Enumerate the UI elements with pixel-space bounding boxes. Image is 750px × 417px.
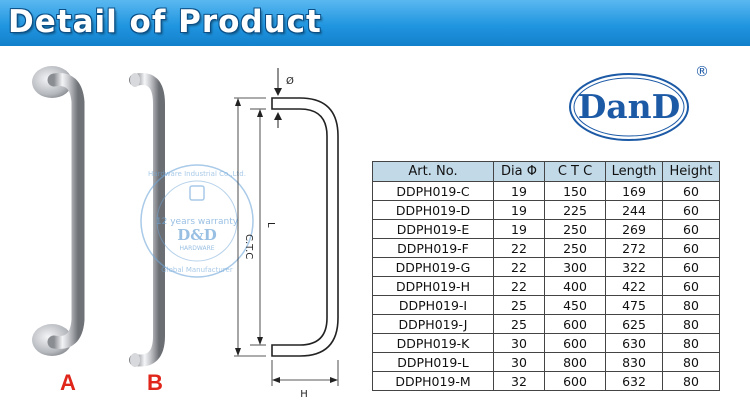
cell-art-no: DDPH019-E bbox=[372, 219, 494, 239]
product-label-a: A bbox=[60, 370, 76, 395]
cell-length: 422 bbox=[605, 276, 663, 296]
cell-art-no: DDPH019-H bbox=[372, 276, 494, 296]
cell-ctc: 800 bbox=[544, 352, 606, 372]
cell-ctc: 250 bbox=[544, 238, 606, 258]
cell-art-no: DDPH019-M bbox=[372, 371, 494, 391]
brand-logo-text: DanD bbox=[577, 87, 681, 126]
page-title: Detail of Product bbox=[8, 4, 322, 40]
watermark-sub: HARDWARE bbox=[179, 245, 214, 252]
cell-ctc: 600 bbox=[544, 333, 606, 353]
watermark-bottom-text: Global Manufacturer bbox=[161, 266, 233, 274]
col-header-length: Length bbox=[605, 161, 663, 182]
cell-height: 80 bbox=[662, 295, 720, 315]
cell-art-no: DDPH019-K bbox=[372, 333, 494, 353]
cell-length: 169 bbox=[605, 181, 663, 201]
cell-height: 80 bbox=[662, 352, 720, 372]
table-header-row: Art. No. Dia Φ C T C Length Height bbox=[372, 161, 720, 182]
cell-ctc: 150 bbox=[544, 181, 606, 201]
cell-ctc: 450 bbox=[544, 295, 606, 315]
cell-length: 630 bbox=[605, 333, 663, 353]
cell-height: 60 bbox=[662, 257, 720, 277]
cell-height: 80 bbox=[662, 333, 720, 353]
cell-length: 322 bbox=[605, 257, 663, 277]
product-image-a bbox=[32, 66, 85, 356]
cell-ctc: 400 bbox=[544, 276, 606, 296]
company-seal-watermark: 12 years warranty D&D HARDWARE Hardware … bbox=[140, 164, 254, 278]
cell-dia: 19 bbox=[493, 181, 545, 201]
product-label-b: B bbox=[147, 370, 163, 395]
cell-length: 269 bbox=[605, 219, 663, 239]
cell-length: 272 bbox=[605, 238, 663, 258]
cell-dia: 25 bbox=[493, 314, 545, 334]
cell-length: 632 bbox=[605, 371, 663, 391]
cell-dia: 19 bbox=[493, 200, 545, 220]
watermark-warranty: 12 years warranty bbox=[156, 217, 239, 227]
cell-art-no: DDPH019-F bbox=[372, 238, 494, 258]
cell-dia: 22 bbox=[493, 257, 545, 277]
watermark-top-text: Hardware Industrial Co.,Ltd. bbox=[148, 170, 246, 178]
cell-dia: 32 bbox=[493, 371, 545, 391]
cell-dia: 30 bbox=[493, 333, 545, 353]
cell-art-no: DDPH019-G bbox=[372, 257, 494, 277]
registered-mark: ® bbox=[695, 64, 709, 80]
cell-art-no: DDPH019-D bbox=[372, 200, 494, 220]
cell-art-no: DDPH019-L bbox=[372, 352, 494, 372]
cell-dia: 25 bbox=[493, 295, 545, 315]
height-dimension-label: H bbox=[300, 389, 308, 400]
cell-dia: 19 bbox=[493, 219, 545, 239]
length-dimension-label: L bbox=[265, 222, 276, 228]
cell-length: 625 bbox=[605, 314, 663, 334]
watermark-name: D&D bbox=[177, 226, 217, 244]
cell-ctc: 300 bbox=[544, 257, 606, 277]
cell-height: 60 bbox=[662, 219, 720, 239]
cell-length: 244 bbox=[605, 200, 663, 220]
col-header-height: Height bbox=[662, 161, 720, 182]
cell-length: 475 bbox=[605, 295, 663, 315]
col-header-ctc: C T C bbox=[544, 161, 606, 182]
cell-height: 80 bbox=[662, 371, 720, 391]
cell-ctc: 600 bbox=[544, 314, 606, 334]
cell-art-no: DDPH019-J bbox=[372, 314, 494, 334]
col-header-art-no: Art. No. bbox=[372, 161, 494, 182]
cell-height: 60 bbox=[662, 200, 720, 220]
brand-logo: DanD bbox=[568, 72, 690, 142]
product-spec-table: Art. No. Dia Φ C T C Length Height DDPH0… bbox=[372, 161, 720, 391]
cell-dia: 22 bbox=[493, 276, 545, 296]
cell-art-no: DDPH019-C bbox=[372, 181, 494, 201]
cell-dia: 30 bbox=[493, 352, 545, 372]
cell-height: 60 bbox=[662, 276, 720, 296]
cell-art-no: DDPH019-I bbox=[372, 295, 494, 315]
ctc-dimension-label: C.T.C bbox=[243, 234, 254, 259]
product-image-b bbox=[129, 73, 165, 367]
cell-ctc: 225 bbox=[544, 200, 606, 220]
cell-height: 60 bbox=[662, 181, 720, 201]
col-header-dia: Dia Φ bbox=[493, 161, 545, 182]
cell-ctc: 600 bbox=[544, 371, 606, 391]
cell-dia: 22 bbox=[493, 238, 545, 258]
cell-height: 80 bbox=[662, 314, 720, 334]
header-banner: Detail of Product bbox=[0, 0, 750, 46]
cell-length: 830 bbox=[605, 352, 663, 372]
technical-drawing: Ø C.T.C L H bbox=[234, 68, 339, 400]
dia-symbol-label: Ø bbox=[286, 75, 294, 87]
cell-ctc: 250 bbox=[544, 219, 606, 239]
cell-height: 60 bbox=[662, 238, 720, 258]
